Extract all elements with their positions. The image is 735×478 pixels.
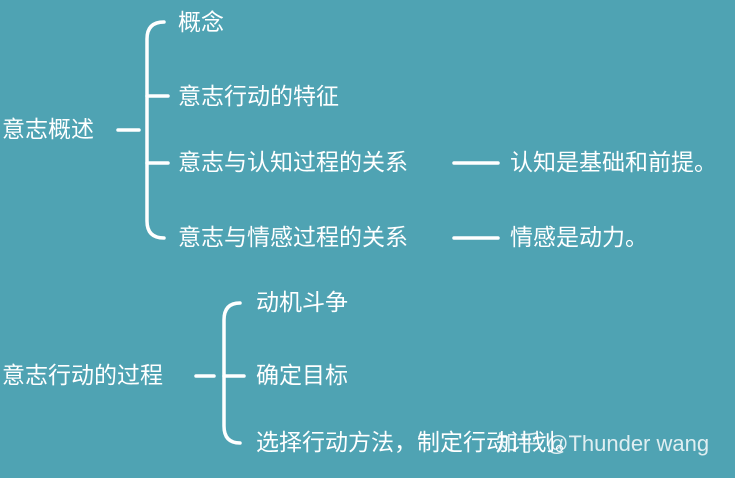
watermark-text: 知乎 @Thunder wang	[496, 431, 710, 456]
group1-note-1: 认知是基础和前提。	[510, 150, 717, 176]
group1-root-label: 意志概述	[2, 117, 94, 143]
group1-bracket	[145, 20, 166, 240]
group2-child-1: 动机斗争	[256, 290, 348, 316]
group1-child-2: 意志行动的特征	[178, 84, 339, 110]
group2-bracket	[222, 301, 242, 445]
group2-child-3: 选择行动方法，制定行动计划。	[256, 430, 578, 456]
group1-child-3: 意志与认知过程的关系	[178, 150, 408, 176]
group1-child-1: 概念	[178, 10, 224, 36]
group2-child-2: 确定目标	[256, 363, 348, 389]
group1-child-4: 意志与情感过程的关系	[178, 225, 408, 251]
group2-root-label: 意志行动的过程	[2, 363, 163, 389]
group1-note-2: 情感是动力。	[510, 225, 648, 251]
